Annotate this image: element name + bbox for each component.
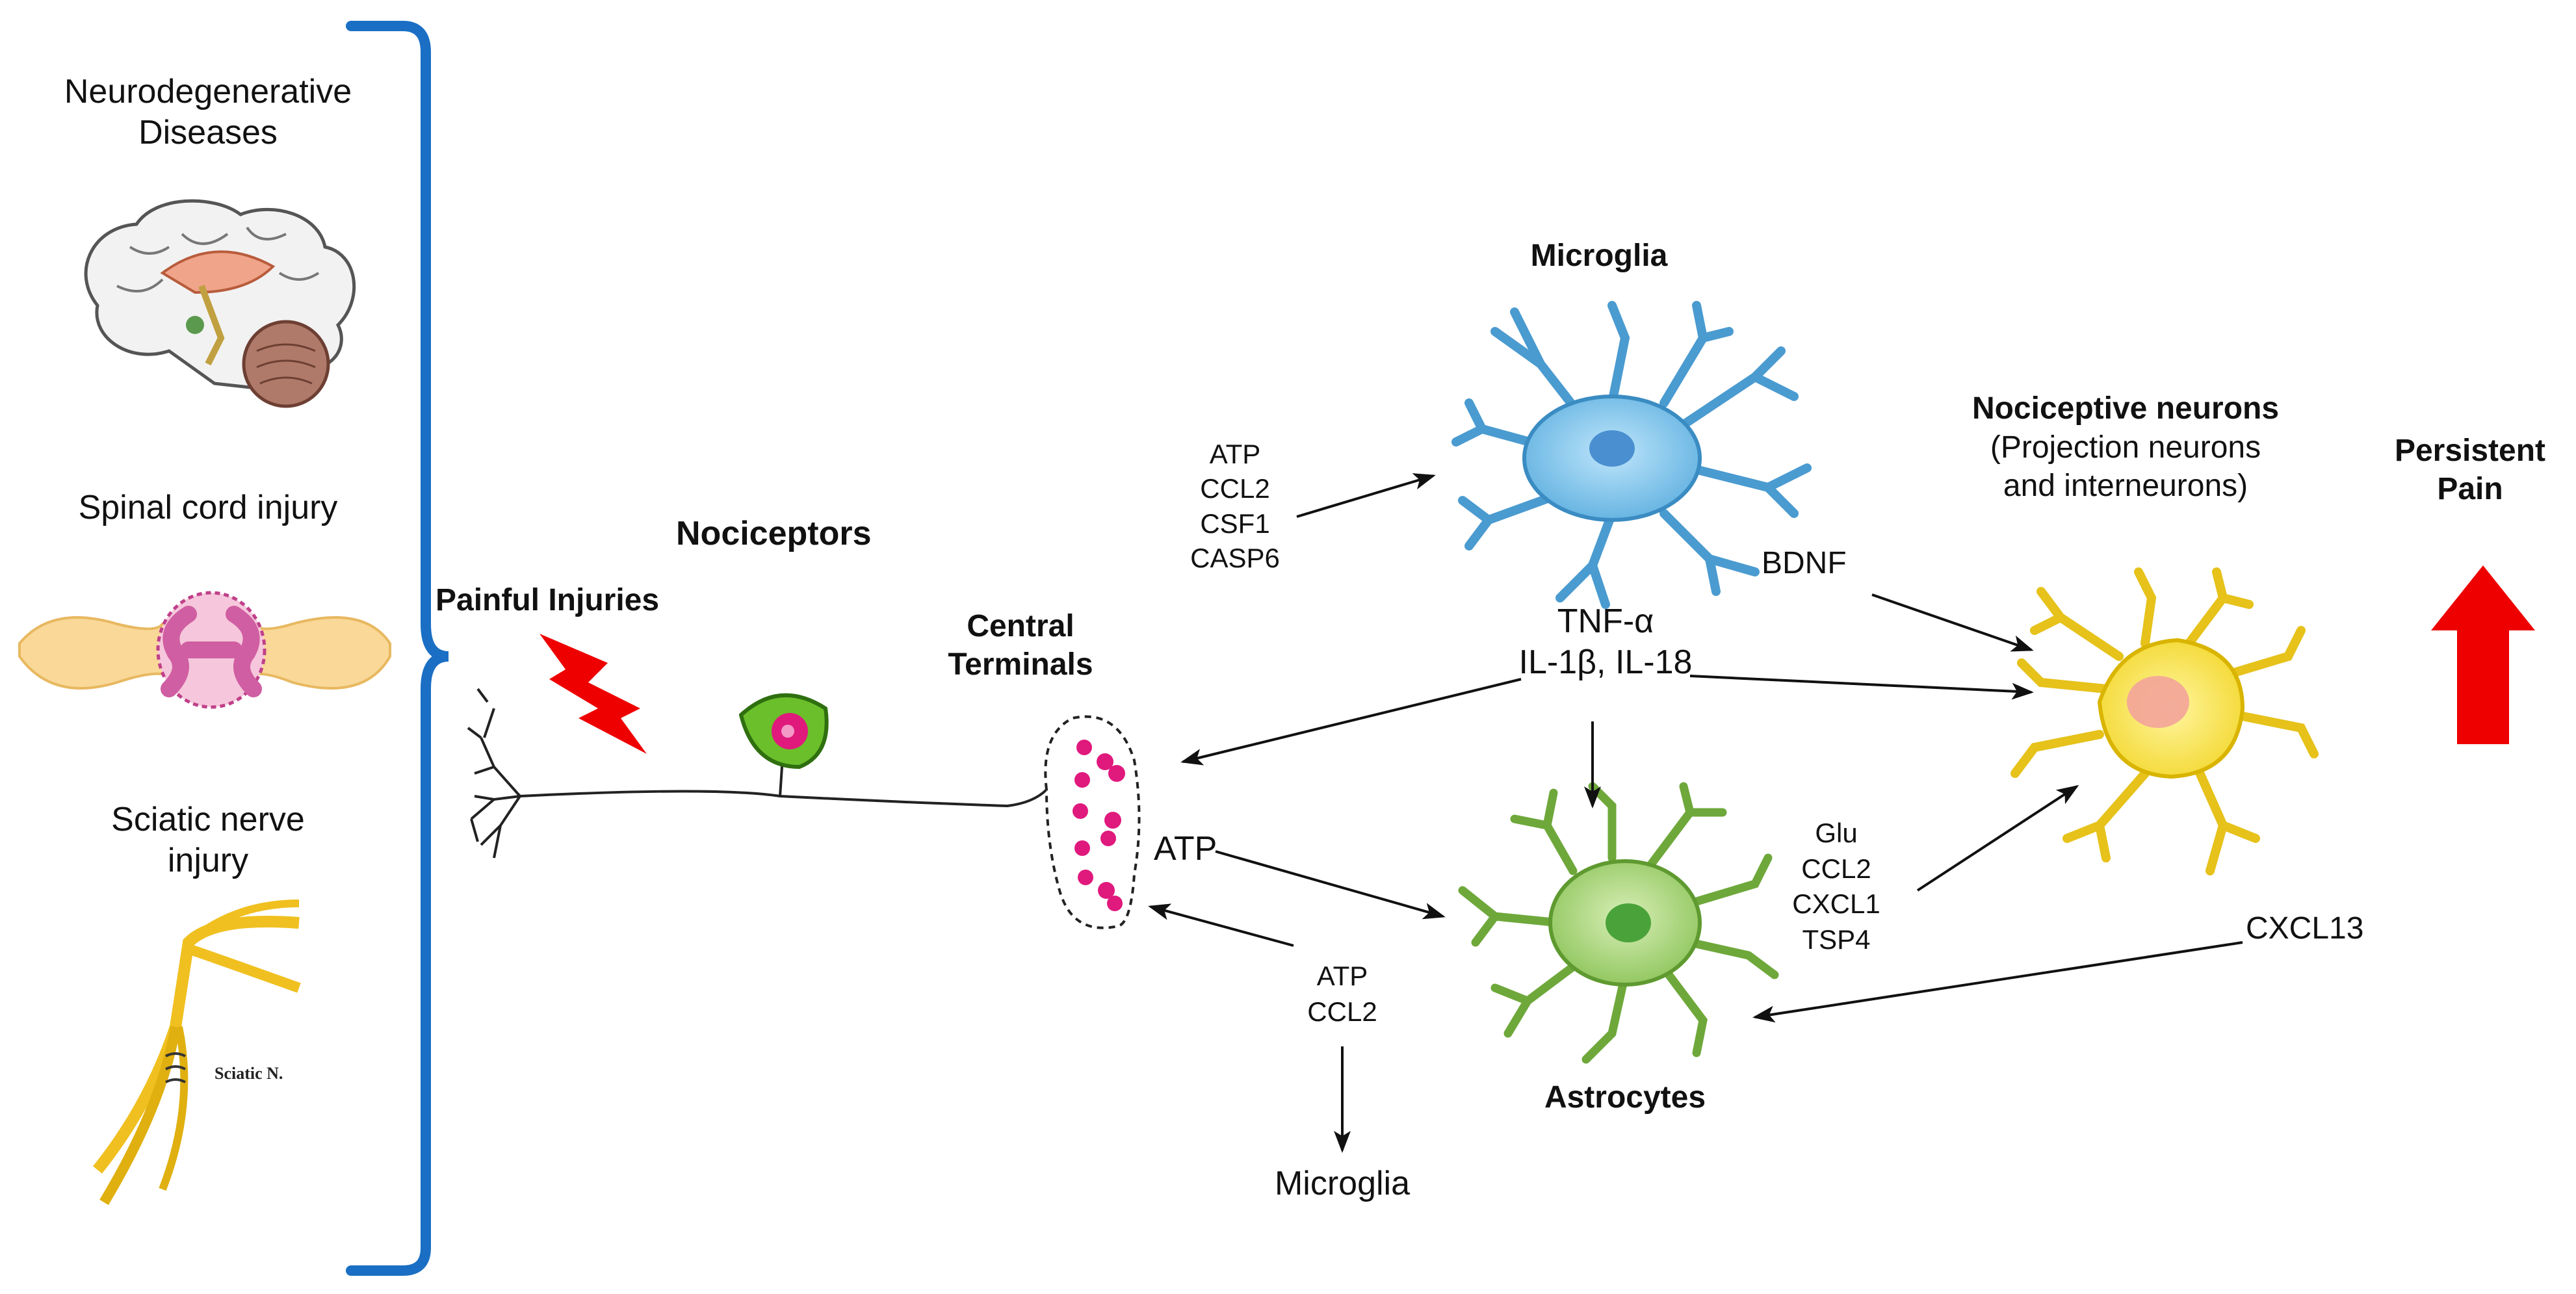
neurodegenerative-label: Neurodegenerative Diseases bbox=[64, 73, 352, 152]
arrow-cytokines-to-neuron bbox=[1689, 675, 2034, 700]
persistent-pain-label: Persistent Pain bbox=[2394, 433, 2546, 506]
atp-ccl2-label: ATP CCL2 bbox=[1307, 961, 1377, 1027]
nociceptors-label: Nociceptors bbox=[676, 515, 872, 552]
left-bracket bbox=[346, 21, 449, 1276]
nociceptor-cell-body-icon bbox=[738, 693, 829, 770]
cxcl13-label: CXCL13 bbox=[2246, 911, 2364, 946]
arrow-atp-ccl2-to-terminal bbox=[1148, 903, 1294, 947]
arrow-cytokines-to-terminal bbox=[1180, 678, 1522, 766]
arrow-atp-to-astrocyte bbox=[1215, 850, 1446, 920]
bdnf-label: BDNF bbox=[1762, 546, 1847, 580]
astrocyte-cell-icon bbox=[1458, 782, 1779, 1064]
central-terminal-icon bbox=[1044, 715, 1141, 929]
painful-injuries-label: Painful Injuries bbox=[436, 583, 660, 617]
microglia-cell-icon bbox=[1451, 301, 1812, 609]
astrocytes-title: Astrocytes bbox=[1544, 1080, 1706, 1115]
brain-icon bbox=[84, 199, 356, 408]
nociceptive-neuron-icon bbox=[2010, 567, 2319, 875]
lightning-bolt-icon bbox=[540, 634, 647, 754]
arrow-inputs-to-microglia bbox=[1296, 473, 1436, 518]
sciatic-nerve-icon: Sciatic N. bbox=[92, 899, 301, 1206]
astrocyte-outputs-label: Glu CCL2 CXCL1 TSP4 bbox=[1792, 818, 1880, 955]
microglia-bottom-label: Microglia bbox=[1274, 1165, 1411, 1202]
spinal-cord-icon bbox=[18, 591, 391, 709]
nociceptive-neurons-title: Nociceptive neurons bbox=[1971, 391, 2280, 426]
central-terminals-label: Central Terminals bbox=[948, 609, 1093, 682]
microglia-outputs-label: TNF-α IL-1β, IL-18 bbox=[1518, 602, 1693, 682]
microglia-title: Microglia bbox=[1530, 239, 1668, 273]
microglia-inputs-label: ATP CCL2 CSF1 CASP6 bbox=[1190, 439, 1280, 573]
sciatic-nerve-injury-label: Sciatic nerve injury bbox=[111, 801, 305, 880]
nociceptive-neurons-subtitle: (Projection neurons and interneurons) bbox=[1990, 430, 2261, 503]
arrow-cxcl13-to-astrocyte bbox=[1752, 941, 2243, 1023]
sciatic-label: Sciatic N. bbox=[215, 1064, 283, 1083]
arrow-astro-factors-to-neuron bbox=[1916, 784, 2079, 892]
atp-terminal-label: ATP bbox=[1154, 830, 1217, 868]
spinal-cord-injury-label: Spinal cord injury bbox=[78, 489, 338, 526]
persistent-pain-arrow-icon bbox=[2431, 565, 2535, 744]
arrow-bdnf-to-neuron bbox=[1871, 593, 2034, 652]
